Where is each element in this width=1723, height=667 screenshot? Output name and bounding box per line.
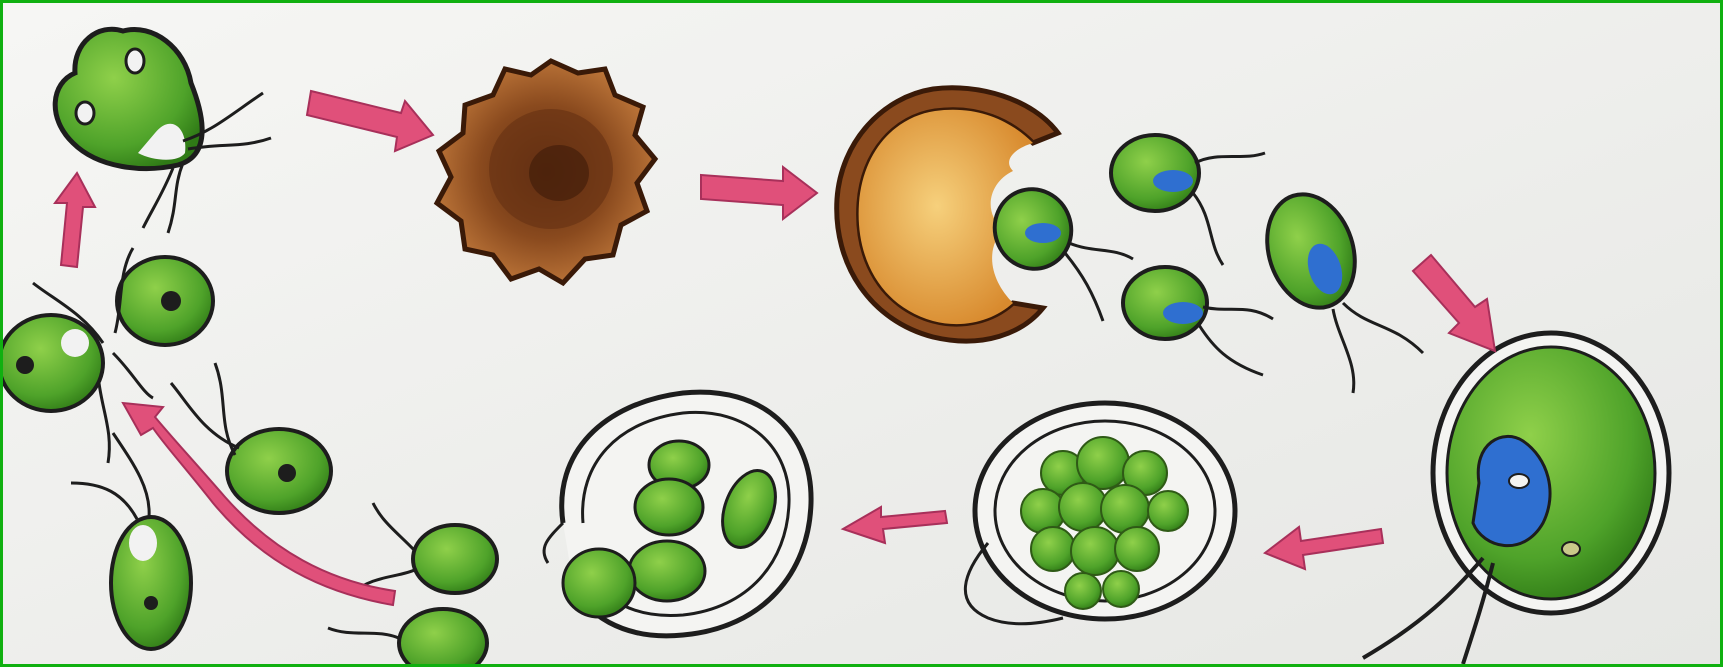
life-cycle-diagram <box>3 3 1720 664</box>
